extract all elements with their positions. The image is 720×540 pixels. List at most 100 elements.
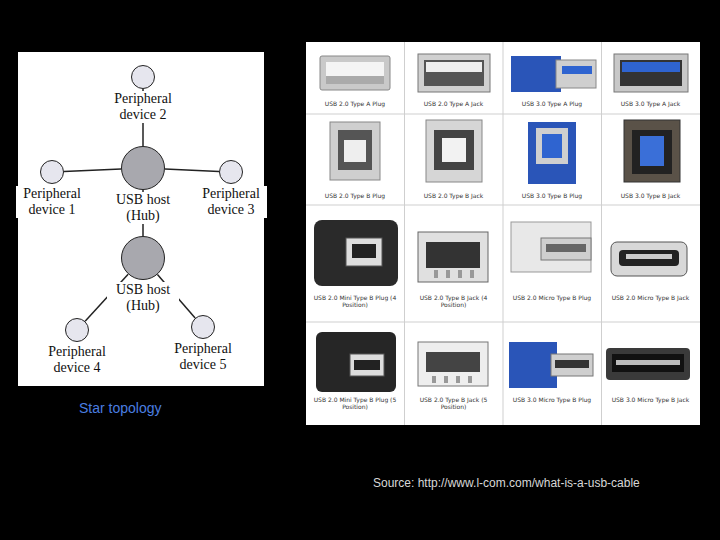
mini-b-jack (418, 342, 488, 386)
usb3-micro-b-jack (606, 348, 690, 380)
figure-caption: Star topology (79, 400, 162, 416)
peripheral-circle (131, 65, 155, 89)
connector-caption: USB 2.0 Mini Type B Plug (5 Position) (310, 396, 400, 410)
usb3-a-plug (511, 56, 596, 92)
connector-caption: USB 2.0 Micro Type B Plug (507, 294, 597, 301)
connector-caption: USB 2.0 Type B Jack (409, 192, 499, 199)
connector-photo-grid-part-part (503, 42, 504, 425)
peripheral-node: Peripheral device 5 (158, 315, 248, 373)
usb-a-jack-part (424, 60, 484, 86)
node-label: Peripheral device 5 (167, 341, 239, 373)
mini-b-jack-part (426, 352, 480, 372)
peripheral-circle (191, 315, 215, 339)
mini-b-jack (418, 232, 488, 282)
hub-circle (121, 146, 165, 190)
link-line (165, 169, 219, 171)
usb3-b-jack-part (624, 120, 680, 182)
connector-photo-grid-part (306, 42, 700, 425)
usb-a-plug-part (326, 62, 384, 76)
hub-circle (121, 236, 165, 280)
hub-node: USB host (Hub) (98, 236, 188, 314)
peripheral-node: Peripheral device 2 (98, 65, 188, 123)
connector-caption: USB 3.0 Type B Plug (507, 192, 597, 199)
connector-photo-grid-part-part (306, 114, 700, 115)
usb-a-jack-part (426, 62, 482, 72)
usb-b-jack (426, 120, 482, 182)
usb3-a-plug-part (562, 66, 592, 74)
connector-caption: USB 2.0 Type B Plug (310, 192, 400, 199)
connector-caption: USB 2.0 Type B Jack (4 Position) (409, 294, 499, 308)
usb3-a-jack-part (614, 54, 688, 92)
connector-caption: USB 2.0 Type B Jack (5 Position) (409, 396, 499, 410)
mini-b-jack-part (432, 376, 436, 383)
usb3-b-jack-part (640, 136, 664, 166)
usb3-a-jack-part (620, 60, 682, 86)
node-label: Peripheral device 1 (16, 186, 88, 218)
connector-photo-grid-part-part (601, 42, 602, 425)
micro-b-plug-part (511, 222, 591, 272)
micro-b-plug (511, 222, 591, 272)
peripheral-circle (65, 318, 89, 342)
connector-photo-grid (306, 42, 700, 425)
mini-b-plug-part (316, 332, 396, 392)
usb3-micro-b-jack-part (606, 348, 690, 380)
usb-a-plug-part (326, 76, 384, 84)
mini-b-plug-part (314, 220, 398, 286)
usb3-micro-b-jack-part (612, 354, 684, 372)
usb-b-jack-part (426, 120, 482, 182)
link-line (165, 169, 219, 171)
usb-a-plug-part (320, 56, 390, 90)
hub-node: USB host (Hub) (98, 146, 188, 224)
connector-photo-grid-part-part (404, 42, 405, 425)
usb3-b-plug-part (528, 122, 576, 184)
mini-b-plug-part (346, 238, 382, 266)
mini-b-jack-part (446, 270, 450, 278)
mini-b-jack-part (426, 242, 480, 268)
usb-a-jack (418, 54, 490, 92)
usb-b-plug (330, 122, 380, 180)
usb-a-jack-part (418, 54, 490, 92)
mini-b-plug (314, 220, 398, 286)
connector-caption: USB 3.0 Type B Jack (606, 192, 696, 199)
usb3-micro-b-plug (509, 342, 593, 388)
usb-a-plug (320, 56, 390, 90)
connector-caption: USB 2.0 Type A Jack (409, 100, 499, 107)
connector-caption: USB 3.0 Type A Jack (606, 100, 696, 107)
usb3-a-jack (614, 54, 688, 92)
peripheral-node: Peripheral device 1 (7, 160, 97, 218)
source-note: Source: http://www.l-com.com/what-is-a-u… (373, 476, 640, 490)
usb3-b-plug-part (542, 134, 562, 158)
usb3-micro-b-jack-part (616, 360, 680, 365)
connector-photo-grid-part-part (306, 205, 700, 206)
connector-caption: USB 2.0 Type A Plug (310, 100, 400, 107)
usb-b-jack-part (442, 138, 466, 162)
node-label: USB host (Hub) (107, 192, 179, 224)
mini-b-plug-part (352, 244, 376, 258)
mini-b-jack-part (470, 270, 474, 278)
peripheral-node: Peripheral device 4 (32, 318, 122, 376)
usb-b-plug-part (344, 140, 366, 162)
usb3-a-jack-part (622, 62, 680, 72)
connector-photo-grid-part-part (306, 322, 700, 323)
connector-caption: USB 2.0 Mini Type B Plug (4 Position) (310, 294, 400, 308)
micro-b-jack (611, 242, 687, 276)
figure-panel: Peripheral device 2USB host (Hub)Periphe… (18, 52, 264, 386)
usb3-a-plug-part (556, 60, 596, 88)
usb3-a-plug-part (511, 56, 561, 92)
mini-b-jack-part (418, 342, 488, 386)
micro-b-jack-part (626, 254, 672, 259)
mini-b-plug (316, 332, 396, 392)
mini-b-plug-part (354, 360, 380, 370)
link-line (64, 169, 121, 172)
usb-b-plug-part (338, 130, 372, 170)
micro-b-plug-part (546, 244, 586, 252)
usb3-b-plug (528, 122, 576, 184)
mini-b-jack-part (434, 270, 438, 278)
mini-b-plug-part (350, 354, 384, 376)
mini-b-jack-part (456, 376, 460, 383)
connector-caption: USB 2.0 Micro Type B Jack (606, 294, 696, 301)
usb3-micro-b-plug-part (509, 342, 557, 388)
connector-caption: USB 3.0 Micro Type B Plug (507, 396, 597, 403)
link-line (64, 169, 121, 172)
